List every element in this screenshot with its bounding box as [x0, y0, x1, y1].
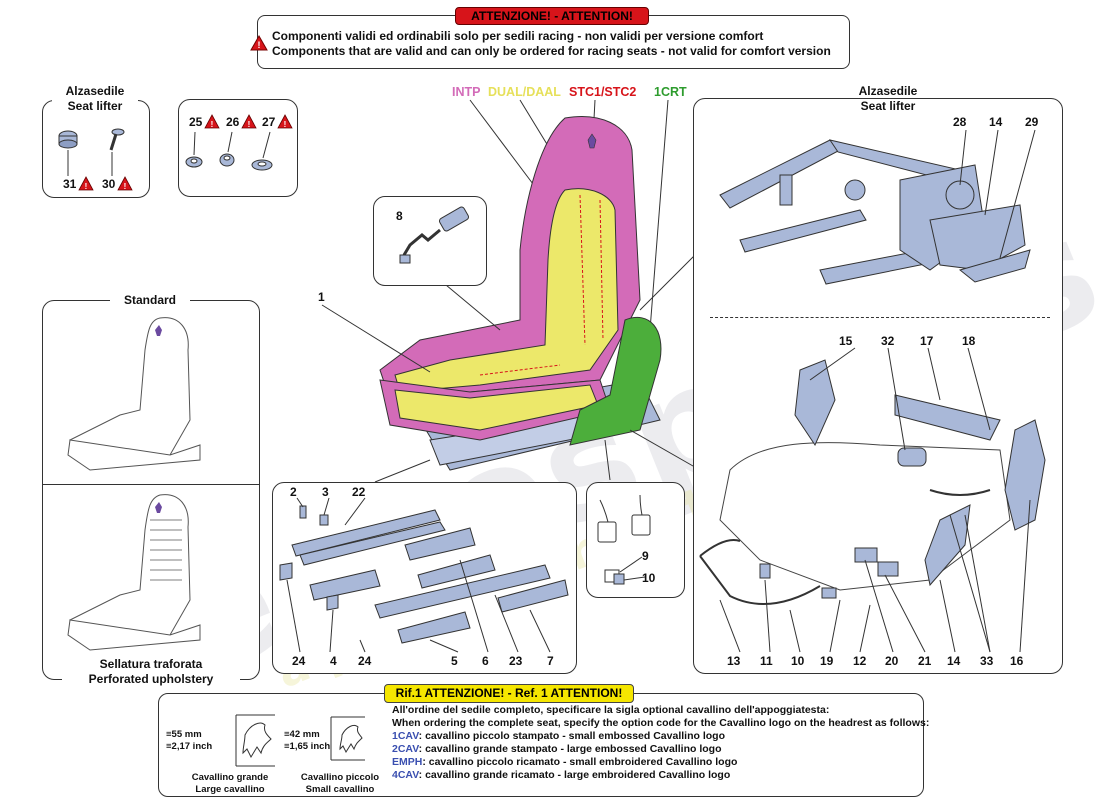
label-18: 18	[962, 334, 976, 348]
top-notice-warning-icon: !	[250, 34, 268, 56]
option-1cav: 1CAV: cavallino piccolo stampato - small…	[392, 730, 725, 742]
bottom-notice-header: Rif.1 ATTENZIONE! - Ref. 1 ATTENTION!	[384, 684, 634, 703]
label-23: 23	[509, 654, 523, 668]
seat-lifter-left-title-it: Alzasedile	[52, 84, 138, 98]
legend-stc: STC1/STC2	[569, 85, 637, 99]
svg-text:!: !	[85, 182, 88, 191]
nuts-box	[178, 99, 298, 197]
small-dim-1: ≡42 mm	[284, 729, 320, 740]
label-19: 19	[820, 654, 834, 668]
label-27: 27	[262, 115, 276, 129]
bottom-notice-line1: All'ordine del sedile completo, specific…	[392, 704, 830, 716]
label-3: 3	[322, 485, 329, 499]
legend-intp: INTP	[452, 85, 481, 99]
svg-text:!: !	[124, 182, 127, 191]
label-20: 20	[885, 654, 899, 668]
svg-text:!: !	[248, 120, 251, 129]
label-24a: 24	[292, 654, 306, 668]
large-dim-1: ≡55 mm	[166, 729, 202, 740]
svg-text:!: !	[258, 40, 261, 50]
belt-box	[373, 196, 487, 286]
label-5: 5	[451, 654, 458, 668]
label-12: 12	[853, 654, 867, 668]
right-box-divider	[710, 317, 1050, 318]
label-26: 26	[226, 115, 240, 129]
label-21: 21	[918, 654, 932, 668]
label-13: 13	[727, 654, 741, 668]
label-1: 1	[318, 290, 325, 304]
label-10a: 10	[642, 571, 656, 585]
label-28: 28	[953, 115, 967, 129]
label-30: 30	[102, 177, 116, 191]
label-11: 11	[760, 654, 773, 668]
svg-text:!: !	[211, 120, 214, 129]
seat-lifter-right-title-it: Alzasedile	[845, 84, 931, 98]
seat-lifter-right-title-en: Seat lifter	[845, 99, 931, 113]
seat-lifter-left-box	[42, 100, 150, 198]
label-17: 17	[920, 334, 934, 348]
label-14a: 14	[989, 115, 1003, 129]
top-notice-line-it: Componenti validi ed ordinabili solo per…	[272, 29, 764, 43]
label-6: 6	[482, 654, 489, 668]
bottom-notice-box	[158, 693, 924, 797]
label-22: 22	[352, 485, 366, 499]
label-31: 31	[63, 177, 77, 191]
bottom-notice-line2: When ordering the complete seat, specify…	[392, 717, 930, 729]
label-9: 9	[642, 549, 649, 563]
top-notice-line-en: Components that are valid and can only b…	[272, 44, 831, 58]
large-caption-en: Large cavallino	[195, 784, 265, 795]
small-caption-it: Cavallino piccolo	[300, 772, 380, 783]
option-2cav: 2CAV: cavallino grande stampato - large …	[392, 743, 722, 755]
label-14b: 14	[947, 654, 961, 668]
perforated-caption-it: Sellatura traforata	[62, 657, 240, 671]
label-25: 25	[189, 115, 203, 129]
seat-lifter-left-title-en: Seat lifter	[52, 99, 138, 113]
large-dim-2: ≡2,17 inch	[166, 741, 213, 752]
label-29: 29	[1025, 115, 1039, 129]
small-caption-en: Small cavallino	[305, 784, 375, 795]
option-emph: EMPH: cavallino piccolo ricamato - small…	[392, 756, 738, 768]
label-10b: 10	[791, 654, 805, 668]
label-4: 4	[330, 654, 337, 668]
label-8: 8	[396, 209, 403, 223]
label-2: 2	[290, 485, 297, 499]
label-33: 33	[980, 654, 994, 668]
top-notice-header: ATTENZIONE! - ATTENTION!	[455, 7, 649, 25]
large-caption-it: Cavallino grande	[191, 772, 269, 783]
option-4cav: 4CAV: cavallino grande ricamato - large …	[392, 769, 731, 781]
label-15: 15	[839, 334, 853, 348]
standard-divider	[42, 484, 260, 485]
standard-title: Standard	[110, 293, 190, 307]
label-24b: 24	[358, 654, 372, 668]
svg-text:!: !	[284, 120, 287, 129]
small-dim-2: ≡1,65 inch	[284, 741, 331, 752]
label-32: 32	[881, 334, 895, 348]
legend-dual-daal: DUAL/DAAL	[488, 85, 561, 99]
label-7: 7	[547, 654, 554, 668]
label-16: 16	[1010, 654, 1024, 668]
legend-1crt: 1CRT	[654, 85, 687, 99]
perforated-caption-en: Perforated upholstery	[62, 672, 240, 686]
